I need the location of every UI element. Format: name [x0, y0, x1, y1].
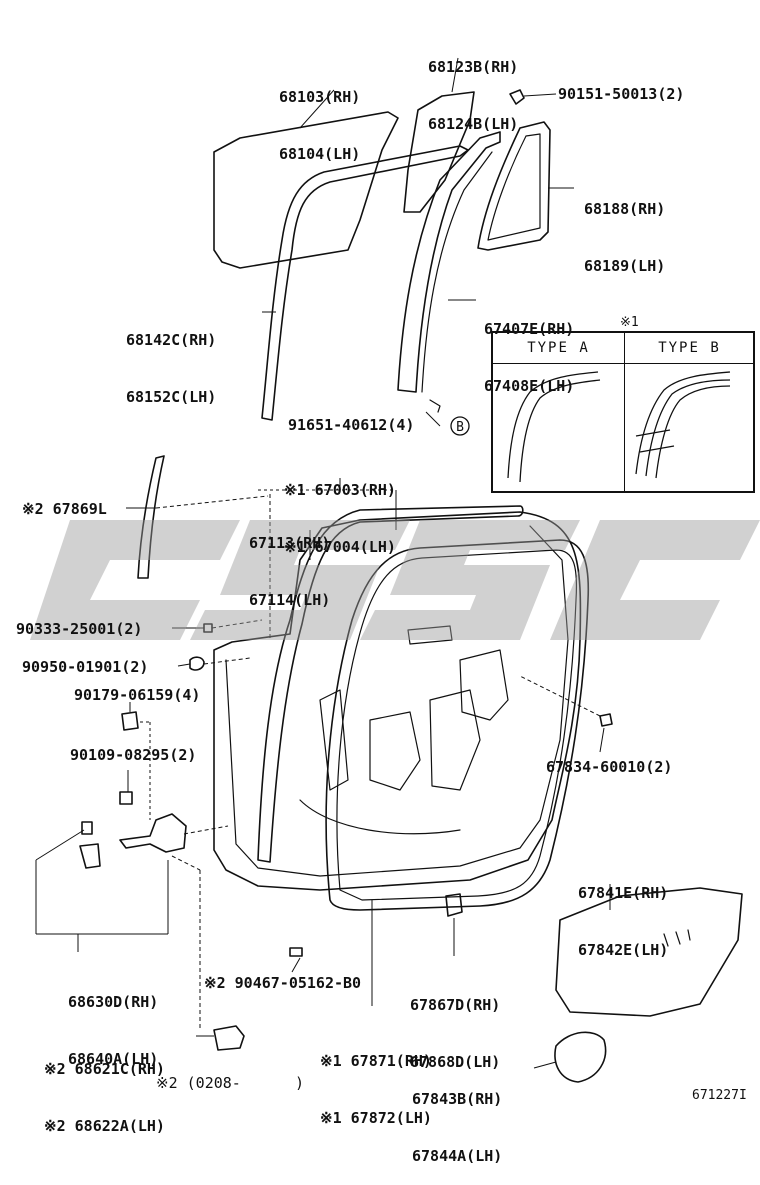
- label-67407e: 67407E(RH) 67408E(LH): [484, 320, 575, 395]
- label-90179: 90179-06159(4): [74, 686, 201, 704]
- label-67841e: 67841E(RH) 67842E(LH): [578, 884, 669, 959]
- opening-weatherstrip-part: [325, 539, 590, 911]
- watermark-logo: [30, 520, 760, 640]
- label-67113: 67113(RH) 67114(LH): [249, 534, 331, 609]
- division-bar-part: [397, 131, 501, 393]
- door-glass-part: [213, 111, 399, 269]
- weatherstrip-67869-part: [137, 455, 165, 579]
- door-shell-part: [213, 511, 582, 891]
- label-68103: 68103(RH) 68104(LH): [279, 88, 361, 163]
- footnote-date-range: ※2 (0208- ): [156, 1074, 305, 1092]
- door-check-part: [119, 813, 187, 853]
- quarter-window-frame-part: [477, 121, 551, 251]
- pad-67843-part: [554, 1031, 607, 1083]
- reference-b-marker: [450, 416, 470, 436]
- label-91651: 91651-40612(4): [288, 416, 415, 434]
- reference-b-letter: B: [456, 420, 464, 435]
- label-68142c: 68142C(RH) 68152C(LH): [126, 331, 217, 406]
- glass-run-channel-part: [261, 145, 469, 421]
- label-67003: ※1 67003(RH) ※1 67004(LH): [284, 481, 396, 556]
- quarter-glass-part: [403, 91, 475, 213]
- inset-divider: [624, 333, 625, 491]
- exploded-parts-diagram: B: [30, 57, 760, 1083]
- type-a-heading: TYPE A: [493, 333, 624, 364]
- label-68630d: 68630D(RH) 68640A(LH): [68, 993, 159, 1068]
- label-90109: 90109-08295(2): [70, 746, 197, 764]
- label-67834: 67834-60010(2): [546, 758, 673, 776]
- label-68123b: 68123B(RH) 68124B(LH): [428, 58, 519, 133]
- label-90950: 90950-01901(2): [22, 658, 149, 676]
- inset-marker: ※1: [620, 315, 639, 330]
- label-68188: 68188(RH) 68189(LH): [584, 200, 666, 275]
- type-inset-box: TYPE A TYPE B: [491, 331, 755, 493]
- label-67843b: 67843B(RH) 67844A(LH): [412, 1090, 503, 1165]
- type-b-heading: TYPE B: [624, 333, 755, 364]
- label-67867d: 67867D(RH) 67868D(LH): [410, 996, 501, 1071]
- label-90151: 90151-50013(2): [558, 85, 685, 103]
- label-90467: ※2 90467-05162-B0: [204, 974, 362, 992]
- label-90333: 90333-25001(2): [16, 620, 143, 638]
- inset-sketches: [507, 371, 731, 483]
- figure-reference-number: 671227I: [692, 1088, 747, 1103]
- door-weatherstrip-part: [257, 505, 524, 863]
- label-68621c: ※2 68621C(RH) ※2 68622A(LH): [44, 1060, 165, 1135]
- service-hole-cover-part: [555, 887, 743, 1017]
- label-67869l: ※2 67869L: [22, 500, 107, 518]
